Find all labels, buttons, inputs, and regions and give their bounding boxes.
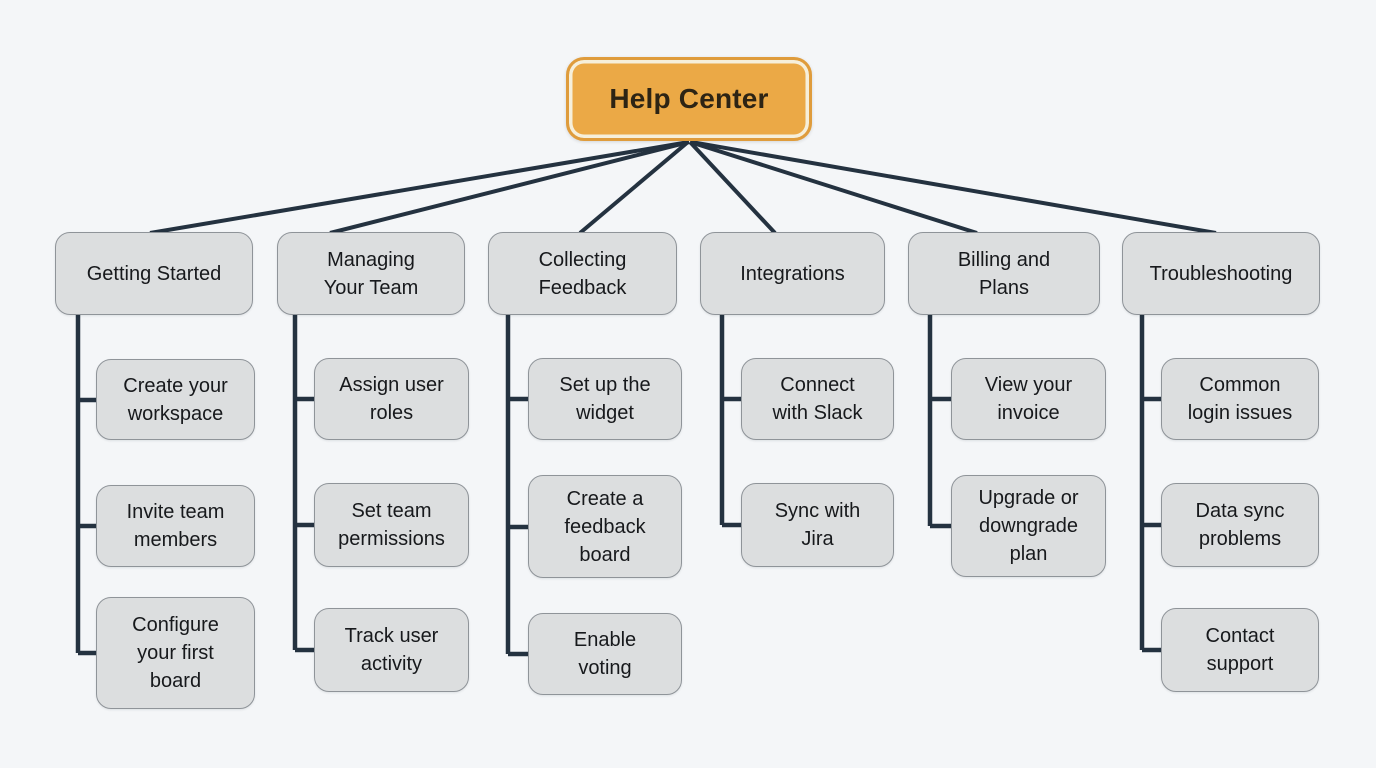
leaf-label: Create a feedback board [564, 487, 646, 566]
branch-label: Managing Your Team [323, 248, 419, 299]
leaf-label: Enable voting [573, 629, 637, 679]
branch-label: Billing and Plans [957, 248, 1051, 299]
branch-node-billing-and-plans: Billing and Plans [908, 232, 1100, 315]
branch-label: Getting Started [86, 262, 222, 285]
leaf-node-enable-voting: Enable voting [528, 613, 682, 695]
branch-label: Troubleshooting [1149, 262, 1293, 285]
leaf-node-view-your-invoice: View your invoice [951, 358, 1106, 440]
leaf-node-create-a-feedback-board: Create a feedback board [528, 475, 682, 578]
leaf-label: Data sync problems [1195, 500, 1285, 550]
leaf-node-data-sync-problems: Data sync problems [1161, 483, 1319, 567]
leaf-node-assign-user-roles: Assign user roles [314, 358, 469, 440]
leaf-node-set-team-permissions: Set team permissions [314, 483, 469, 567]
leaf-label: Track user activity [344, 625, 439, 675]
leaf-label: Configure your first board [132, 614, 219, 692]
branch-node-collecting-feedback: Collecting Feedback [488, 232, 677, 315]
leaf-node-track-user-activity: Track user activity [314, 608, 469, 692]
branch-label: Collecting Feedback [538, 248, 627, 299]
leaf-node-create-your-workspace: Create your workspace [96, 359, 255, 440]
branch-node-integrations: Integrations [700, 232, 885, 315]
leaf-node-connect-with-slack: Connect with Slack [741, 358, 894, 440]
branch-node-managing-your-team: Managing Your Team [277, 232, 465, 315]
leaf-label: View your invoice [984, 374, 1073, 424]
leaf-label: Set team permissions [338, 500, 445, 550]
branch-node-getting-started: Getting Started [55, 232, 253, 315]
leaf-node-invite-team-members: Invite team members [96, 485, 255, 567]
leaf-label: Sync with Jira [774, 500, 861, 550]
leaf-label: Connect with Slack [772, 374, 863, 424]
leaf-node-common-login-issues: Common login issues [1161, 358, 1319, 440]
branch-label: Integrations [740, 262, 845, 285]
leaf-label: Contact support [1205, 625, 1275, 675]
leaf-label: Assign user roles [339, 374, 444, 424]
leaf-label: Set up the widget [559, 374, 651, 424]
root-node-help-center: Help Center [566, 57, 812, 141]
leaf-label: Invite team members [126, 501, 225, 551]
root-node-label: Help Center [609, 83, 769, 114]
leaf-label: Create your workspace [123, 374, 228, 425]
branch-node-troubleshooting: Troubleshooting [1122, 232, 1320, 315]
leaf-node-set-up-the-widget: Set up the widget [528, 358, 682, 440]
leaf-label: Common login issues [1187, 374, 1293, 424]
leaf-node-sync-with-jira: Sync with Jira [741, 483, 894, 567]
leaf-node-contact-support: Contact support [1161, 608, 1319, 692]
leaf-node-configure-your-first-board: Configure your first board [96, 597, 255, 709]
leaf-node-upgrade-or-downgrade-plan: Upgrade or downgrade plan [951, 475, 1106, 577]
leaf-label: Upgrade or downgrade plan [978, 487, 1079, 565]
